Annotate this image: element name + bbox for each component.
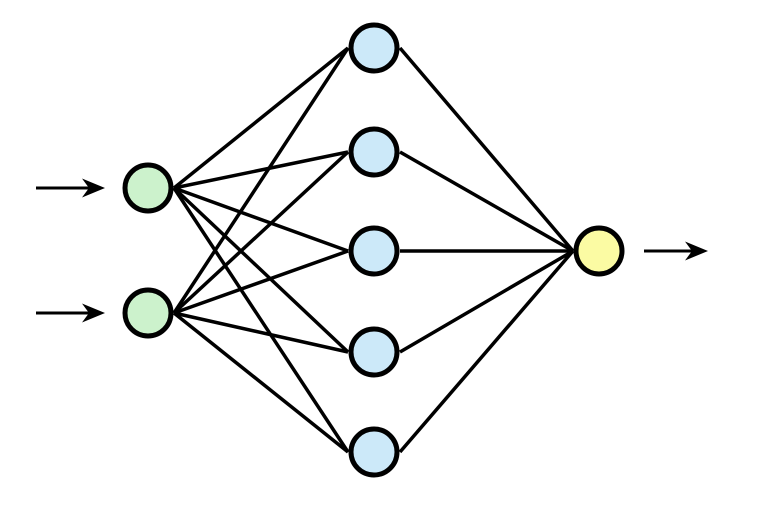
input-node-1 [122,162,174,214]
hidden-node-1 [348,22,400,74]
edge-h4-out1 [399,249,574,354]
hidden-node-3 [348,225,400,277]
input-arrow-1-head [82,178,105,198]
edge-in1-h4 [172,186,350,354]
edge-h1-out1 [398,46,575,253]
edge-in2-h4 [173,311,349,354]
hidden-node-5 [348,426,400,478]
output-arrow-head [685,241,708,261]
output-node-1 [573,225,625,277]
hidden-node-2 [348,126,400,178]
edge-in1-h3 [173,186,349,253]
edge-in1-h1 [172,46,350,190]
input-node-2 [122,287,174,339]
hidden-node-4 [348,326,400,378]
edge-in2-h2 [172,150,350,315]
edge-in1-h5 [172,187,350,453]
edge-in2-h5 [172,311,350,454]
input-arrow-2-head [82,303,105,323]
edge-in2-h1 [172,47,350,314]
edge-in2-h3 [173,249,349,315]
edge-h2-out1 [399,150,574,253]
edge-in1-h2 [173,150,349,190]
edge-h5-out1 [398,249,575,454]
